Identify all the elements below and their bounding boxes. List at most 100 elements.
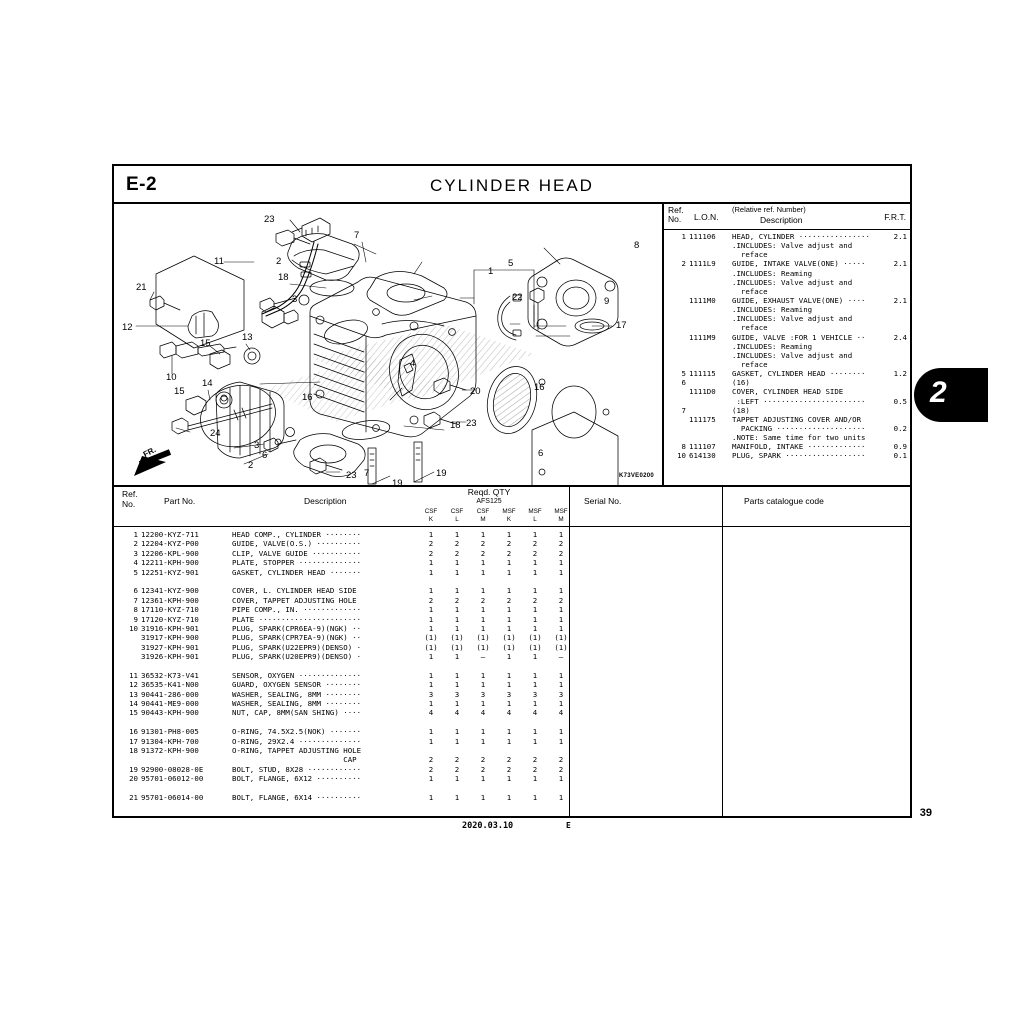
part-number: 31926-KPH-901 xyxy=(141,652,199,662)
svg-text:16: 16 xyxy=(302,392,313,403)
parts-header-serial-no: Serial No. xyxy=(584,496,622,506)
part-qty-3: 1 xyxy=(506,727,512,737)
part-ref-no: 12 xyxy=(129,680,138,690)
lon-description: GUIDE, VALVE :FOR 1 VEHICLE ·· xyxy=(732,332,866,342)
part-description: NUT, CAP, 8MM(SAN SHING) ···· xyxy=(232,708,362,718)
lon-row: 7(18) xyxy=(664,406,910,415)
part-qty-4: (1) xyxy=(528,642,542,652)
part-qty-0: 1 xyxy=(428,774,434,784)
part-description: PLUG, SPARK(U20EPR9)(DENSO) · xyxy=(232,652,362,662)
section-index-tab[interactable]: 2 xyxy=(914,368,988,422)
part-number: 90441-ME9-000 xyxy=(141,699,199,709)
part-qty-3: 2 xyxy=(506,755,512,765)
front-direction-arrow xyxy=(134,449,172,476)
parts-table-divider-2 xyxy=(722,487,723,526)
part-description: BOLT, FLANGE, 6X12 ·········· xyxy=(232,774,362,784)
lon-frt: 2.1 xyxy=(893,259,907,269)
lon-number: 111107 xyxy=(689,442,716,452)
part-qty-3: 1 xyxy=(506,774,512,784)
part-qty-5: 2 xyxy=(558,548,564,558)
part-ref-no: 8 xyxy=(133,605,138,615)
lon-ref-no: 2 xyxy=(681,259,686,269)
lon-description: PLUG, SPARK ·················· xyxy=(732,451,866,461)
part-ref-no: 4 xyxy=(133,558,138,568)
part-number: 12341-KYZ-900 xyxy=(141,586,199,596)
lon-number: 111106 xyxy=(689,232,716,241)
part-ref-no: 20 xyxy=(129,774,138,784)
part-description: BOLT, STUD, 8X28 ············ xyxy=(232,764,362,774)
part-qty-5: – xyxy=(558,652,564,662)
part-qty-0: 2 xyxy=(428,548,434,558)
lon-row: .INCLUDES: Valve adjust and xyxy=(664,241,910,250)
lon-number: 111175 xyxy=(689,414,716,424)
part-qty-4: 1 xyxy=(532,558,538,568)
lon-row: reface xyxy=(664,360,910,369)
lon-table: Ref. No. L.O.N. (Relative ref. Number) D… xyxy=(664,204,910,485)
part-qty-3: 1 xyxy=(506,605,512,615)
part-qty-4: 1 xyxy=(532,736,538,746)
part-qty-3: 1 xyxy=(506,558,512,568)
part-qty-1: 2 xyxy=(454,595,460,605)
part-qty-5: 1 xyxy=(558,792,564,802)
part-qty-5: 2 xyxy=(558,755,564,765)
part-ref-no: 6 xyxy=(133,586,138,596)
lon-row: reface xyxy=(664,250,910,259)
part-number: 36535-K41-N00 xyxy=(141,680,199,690)
part-qty-0: 3 xyxy=(428,689,434,699)
qty-col-header-2: CSF xyxy=(476,508,490,515)
part-ref-no: 21 xyxy=(129,792,138,802)
part-qty-0: (1) xyxy=(424,633,438,643)
svg-text:18: 18 xyxy=(450,420,461,431)
part-qty-2: 2 xyxy=(480,764,486,774)
part-qty-0: 1 xyxy=(428,736,434,746)
part-description: WASHER, SEALING, 8MM ········ xyxy=(232,689,362,699)
qty-col-subheader-0: K xyxy=(428,516,434,523)
part-qty-3: 2 xyxy=(506,595,512,605)
svg-text:2: 2 xyxy=(276,256,281,267)
drawing-code: K73VE0200 xyxy=(618,473,654,479)
part-qty-5: 2 xyxy=(558,595,564,605)
lon-frt: 2.1 xyxy=(893,295,907,305)
part-qty-2: 2 xyxy=(480,539,486,549)
svg-text:3: 3 xyxy=(292,294,297,305)
part-qty-3: (1) xyxy=(502,642,516,652)
qty-col-header-5: MSF xyxy=(554,508,568,515)
part-ref-no: 9 xyxy=(133,614,138,624)
part-qty-3: 1 xyxy=(506,614,512,624)
part-qty-3: 1 xyxy=(506,736,512,746)
part-qty-2: 1 xyxy=(480,558,486,568)
part-qty-4: 1 xyxy=(532,727,538,737)
part-qty-2: – xyxy=(480,652,486,662)
part-qty-1: 1 xyxy=(454,670,460,680)
part-qty-2: 1 xyxy=(480,623,486,633)
svg-text:6: 6 xyxy=(262,450,267,461)
lon-description: reface xyxy=(732,323,768,333)
lon-description: .INCLUDES: Valve adjust and xyxy=(732,350,853,360)
lon-header-ref-no: Ref. No. xyxy=(668,205,684,224)
lon-row: .INCLUDES: Reaming xyxy=(664,305,910,314)
part-qty-2: 1 xyxy=(480,699,486,709)
lon-number: 111115 xyxy=(689,369,716,379)
part-number: 12251-KYZ-901 xyxy=(141,567,199,577)
svg-text:6: 6 xyxy=(538,448,543,459)
lon-row: .INCLUDES: Valve adjust and xyxy=(664,351,910,360)
part-qty-1: (1) xyxy=(450,633,464,643)
part-qty-4: 2 xyxy=(532,755,538,765)
lon-header-frt: F.R.T. xyxy=(884,212,906,222)
part-description: CLIP, VALVE GUIDE ··········· xyxy=(232,548,362,558)
part-qty-3: 1 xyxy=(506,586,512,596)
lon-row: .INCLUDES: Valve adjust and xyxy=(664,314,910,323)
lon-ref-no: 8 xyxy=(681,442,686,452)
